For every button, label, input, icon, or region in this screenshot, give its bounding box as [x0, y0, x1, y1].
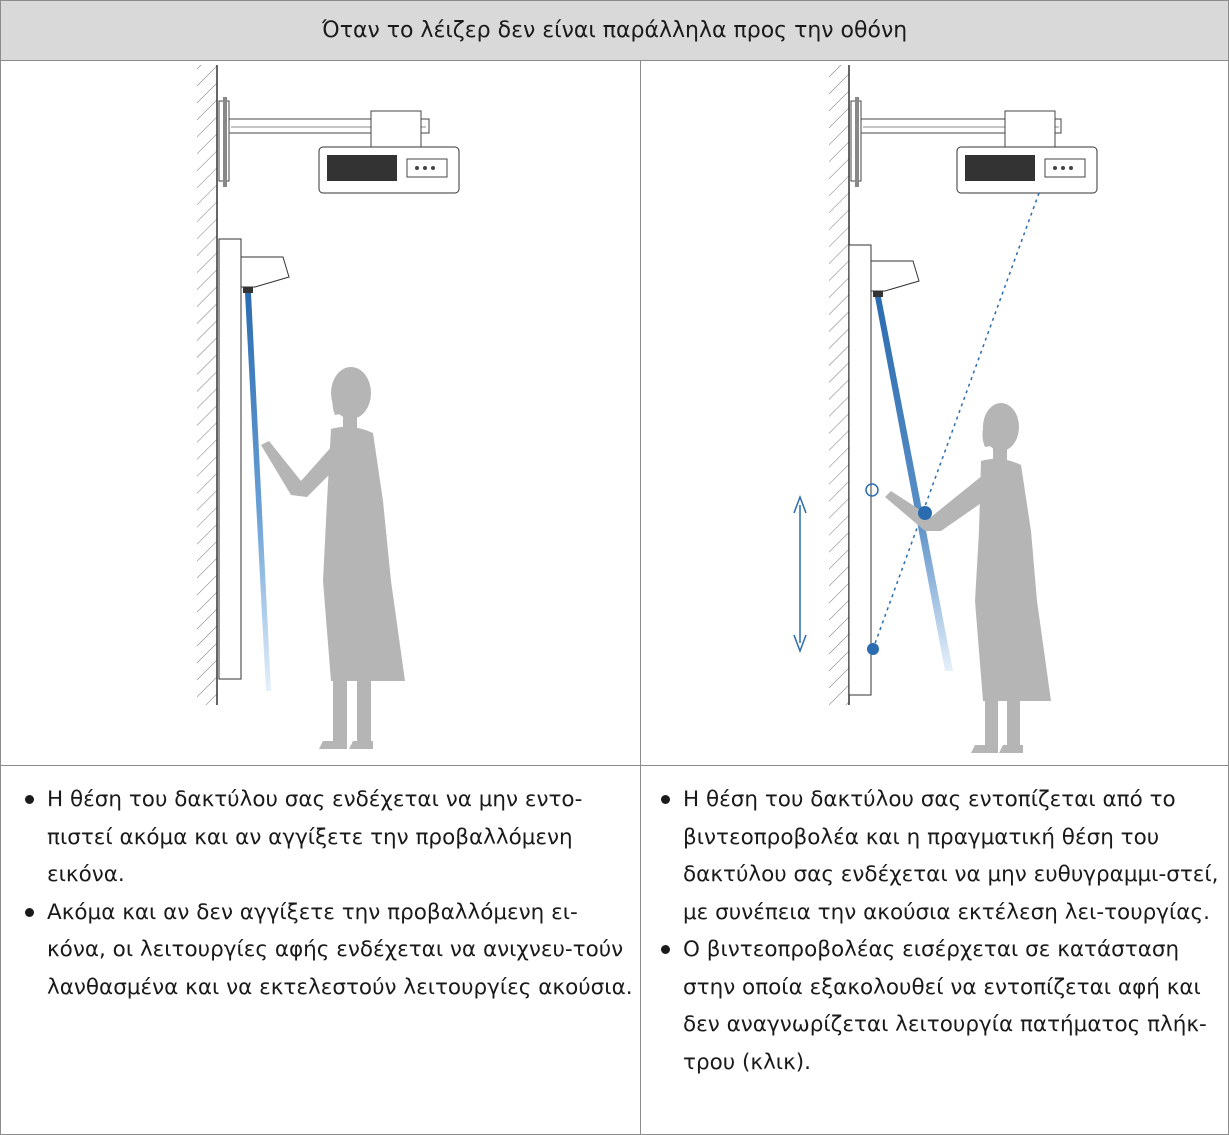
laser-misaligned-illustration-icon [197, 65, 460, 749]
header-title: Όταν το λέιζερ δεν είναι παράλληλα προς … [321, 18, 908, 43]
false-detection-illustration-icon [793, 65, 1098, 753]
list-item: Η θέση του δακτύλου σας εντοπίζεται από … [653, 781, 1227, 931]
left-illustration [1, 61, 640, 765]
left-bullet-list: Η θέση του δακτύλου σας ενδέχεται να μην… [17, 781, 633, 1006]
list-item: Ακόμα και αν δεν αγγίξετε την προβαλλόμε… [17, 894, 633, 1007]
column-divider [640, 61, 641, 1134]
left-text-cell: Η θέση του δακτύλου σας ενδέχεται να μην… [17, 781, 633, 1006]
list-item: Η θέση του δακτύλου σας ενδέχεται να μην… [17, 781, 633, 894]
right-text-cell: Η θέση του δακτύλου σας εντοπίζεται από … [653, 781, 1227, 1081]
table-header: Όταν το λέιζερ δεν είναι παράλληλα προς … [1, 1, 1228, 61]
list-item: Ο βιντεοπροβολέας εισέρχεται σε κατάστασ… [653, 931, 1227, 1081]
right-illustration [641, 61, 1228, 765]
right-bullet-list: Η θέση του δακτύλου σας εντοπίζεται από … [653, 781, 1227, 1081]
row-divider [1, 765, 1228, 766]
